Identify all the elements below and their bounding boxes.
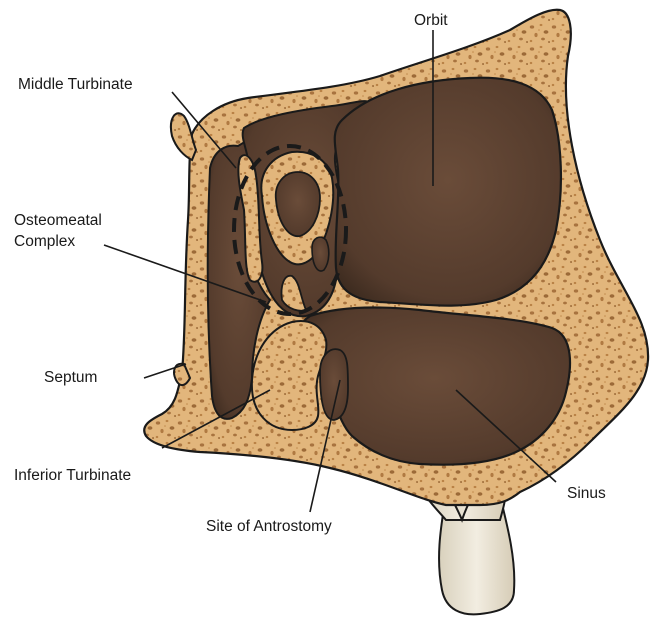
label-sinus: Sinus <box>567 484 606 503</box>
label-septum: Septum <box>44 368 97 387</box>
label-complex: Complex <box>14 232 75 251</box>
label-antrostomy: Site of Antrostomy <box>206 517 332 536</box>
label-inferior-turbinate: Inferior Turbinate <box>14 466 131 485</box>
label-orbit: Orbit <box>414 11 448 30</box>
orbit-cavity <box>335 78 561 306</box>
label-middle-turbinate: Middle Turbinate <box>18 75 133 94</box>
label-osteomeatal: Osteomeatal <box>14 211 102 230</box>
